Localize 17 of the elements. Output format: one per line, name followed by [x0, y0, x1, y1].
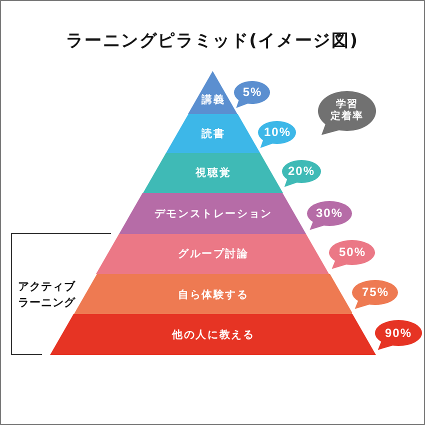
bubble-heading: 学習定着率 — [329, 99, 364, 123]
percentage-label: 30% — [314, 206, 344, 220]
tier-label: 視聴覚 — [194, 166, 232, 180]
tier-label: 自ら体験する — [177, 288, 249, 302]
percentage-label: 20% — [286, 164, 316, 178]
percentage-label: 75% — [360, 285, 390, 299]
tier-label: 他の人に教える — [171, 328, 255, 342]
tier-label: デモンストレーション — [154, 207, 272, 221]
percentage-label: 5% — [242, 85, 262, 99]
tier-label: 講義 — [200, 93, 226, 107]
percentage-label: 90% — [384, 326, 412, 340]
tier-label: 読書 — [200, 127, 226, 141]
percentage-label: 50% — [338, 245, 366, 259]
bracket-label: アクティブラーニング — [18, 279, 76, 311]
tier-label: グループ討論 — [177, 247, 249, 261]
diagram-title: ラーニングピラミッド(イメージ図) — [65, 31, 360, 51]
percentage-label: 10% — [262, 125, 292, 139]
